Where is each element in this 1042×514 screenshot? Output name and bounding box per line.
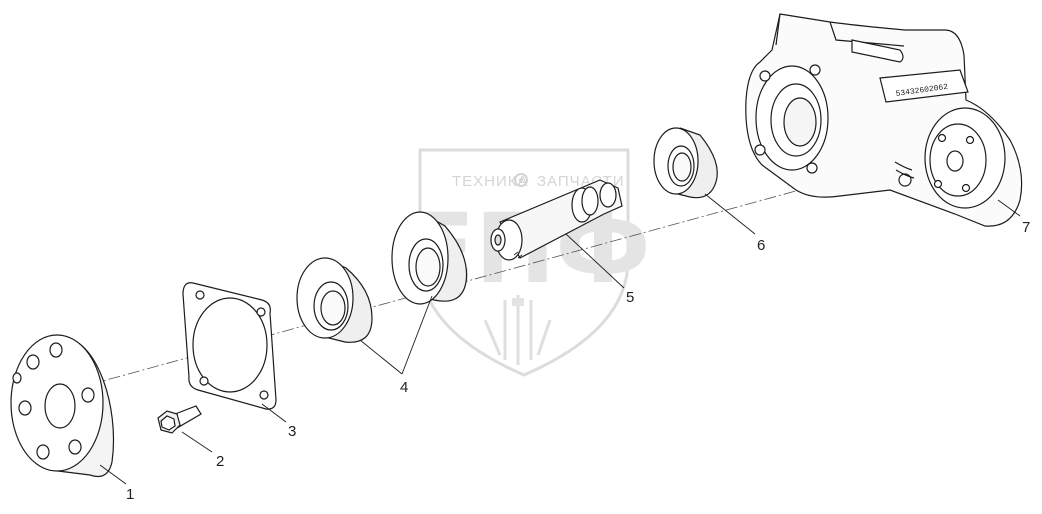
wheat-sheaf-icon [483, 295, 552, 365]
leader-line-4b [401, 295, 433, 375]
part-1-flange [10, 334, 115, 478]
leader-line-3 [261, 403, 287, 423]
leader-line-2 [181, 431, 213, 453]
callout-2: 2 [216, 453, 224, 470]
part-5-shaft [490, 179, 623, 261]
callout-6: 6 [757, 237, 765, 254]
leader-line-1 [99, 464, 127, 485]
leader-lines [99, 193, 1021, 485]
leader-line-4a [359, 339, 403, 375]
callout-7: 7 [1022, 219, 1030, 236]
gear-icon [514, 173, 528, 187]
part-7-housing: 53432602062 [745, 13, 1023, 227]
watermark-left-word: ТЕХНИКА [452, 173, 529, 190]
callout-1: 1 [126, 486, 134, 503]
part-4-bearing-right [391, 211, 468, 305]
part-2-bolt [157, 405, 202, 434]
callout-3: 3 [288, 423, 296, 440]
leader-line-6 [704, 193, 756, 235]
leader-line-5 [565, 233, 625, 289]
part-4-bearing-left [296, 257, 373, 343]
part-6-seal [653, 127, 718, 199]
part-3-gasket [182, 282, 277, 410]
leader-line-7 [997, 199, 1021, 217]
callout-5: 5 [626, 289, 634, 306]
callout-4: 4 [400, 379, 408, 396]
